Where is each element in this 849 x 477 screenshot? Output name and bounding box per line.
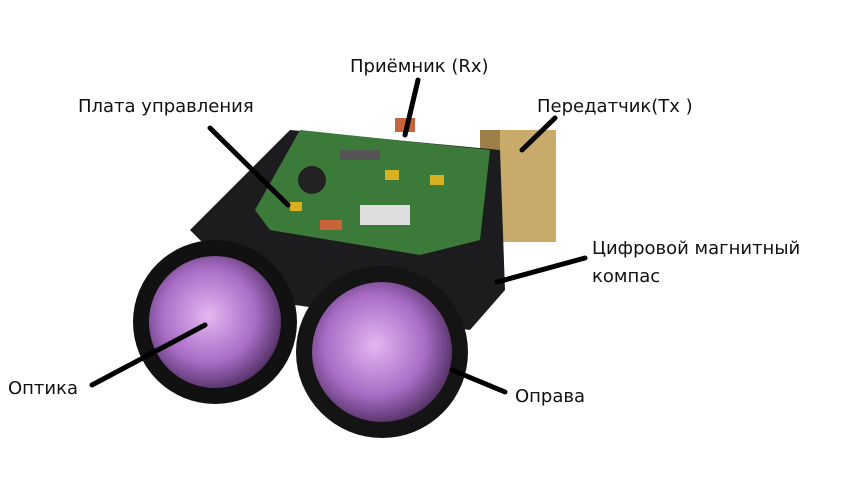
leader-lines <box>89 77 588 395</box>
control-board-label: Плата управления <box>78 96 254 117</box>
control-board <box>255 118 490 255</box>
right-lens <box>296 266 468 438</box>
compass-label-line1: Цифровой магнитный <box>592 238 801 259</box>
optics-label: Оптика <box>8 378 79 399</box>
compass-label-line2: компас <box>592 266 661 287</box>
frame-label: Оправа <box>515 386 586 407</box>
receiver-label: Приёмник (Rx) <box>350 56 489 77</box>
transmitter-label: Передатчик(Tx ) <box>537 96 693 117</box>
left-lens <box>133 240 297 404</box>
